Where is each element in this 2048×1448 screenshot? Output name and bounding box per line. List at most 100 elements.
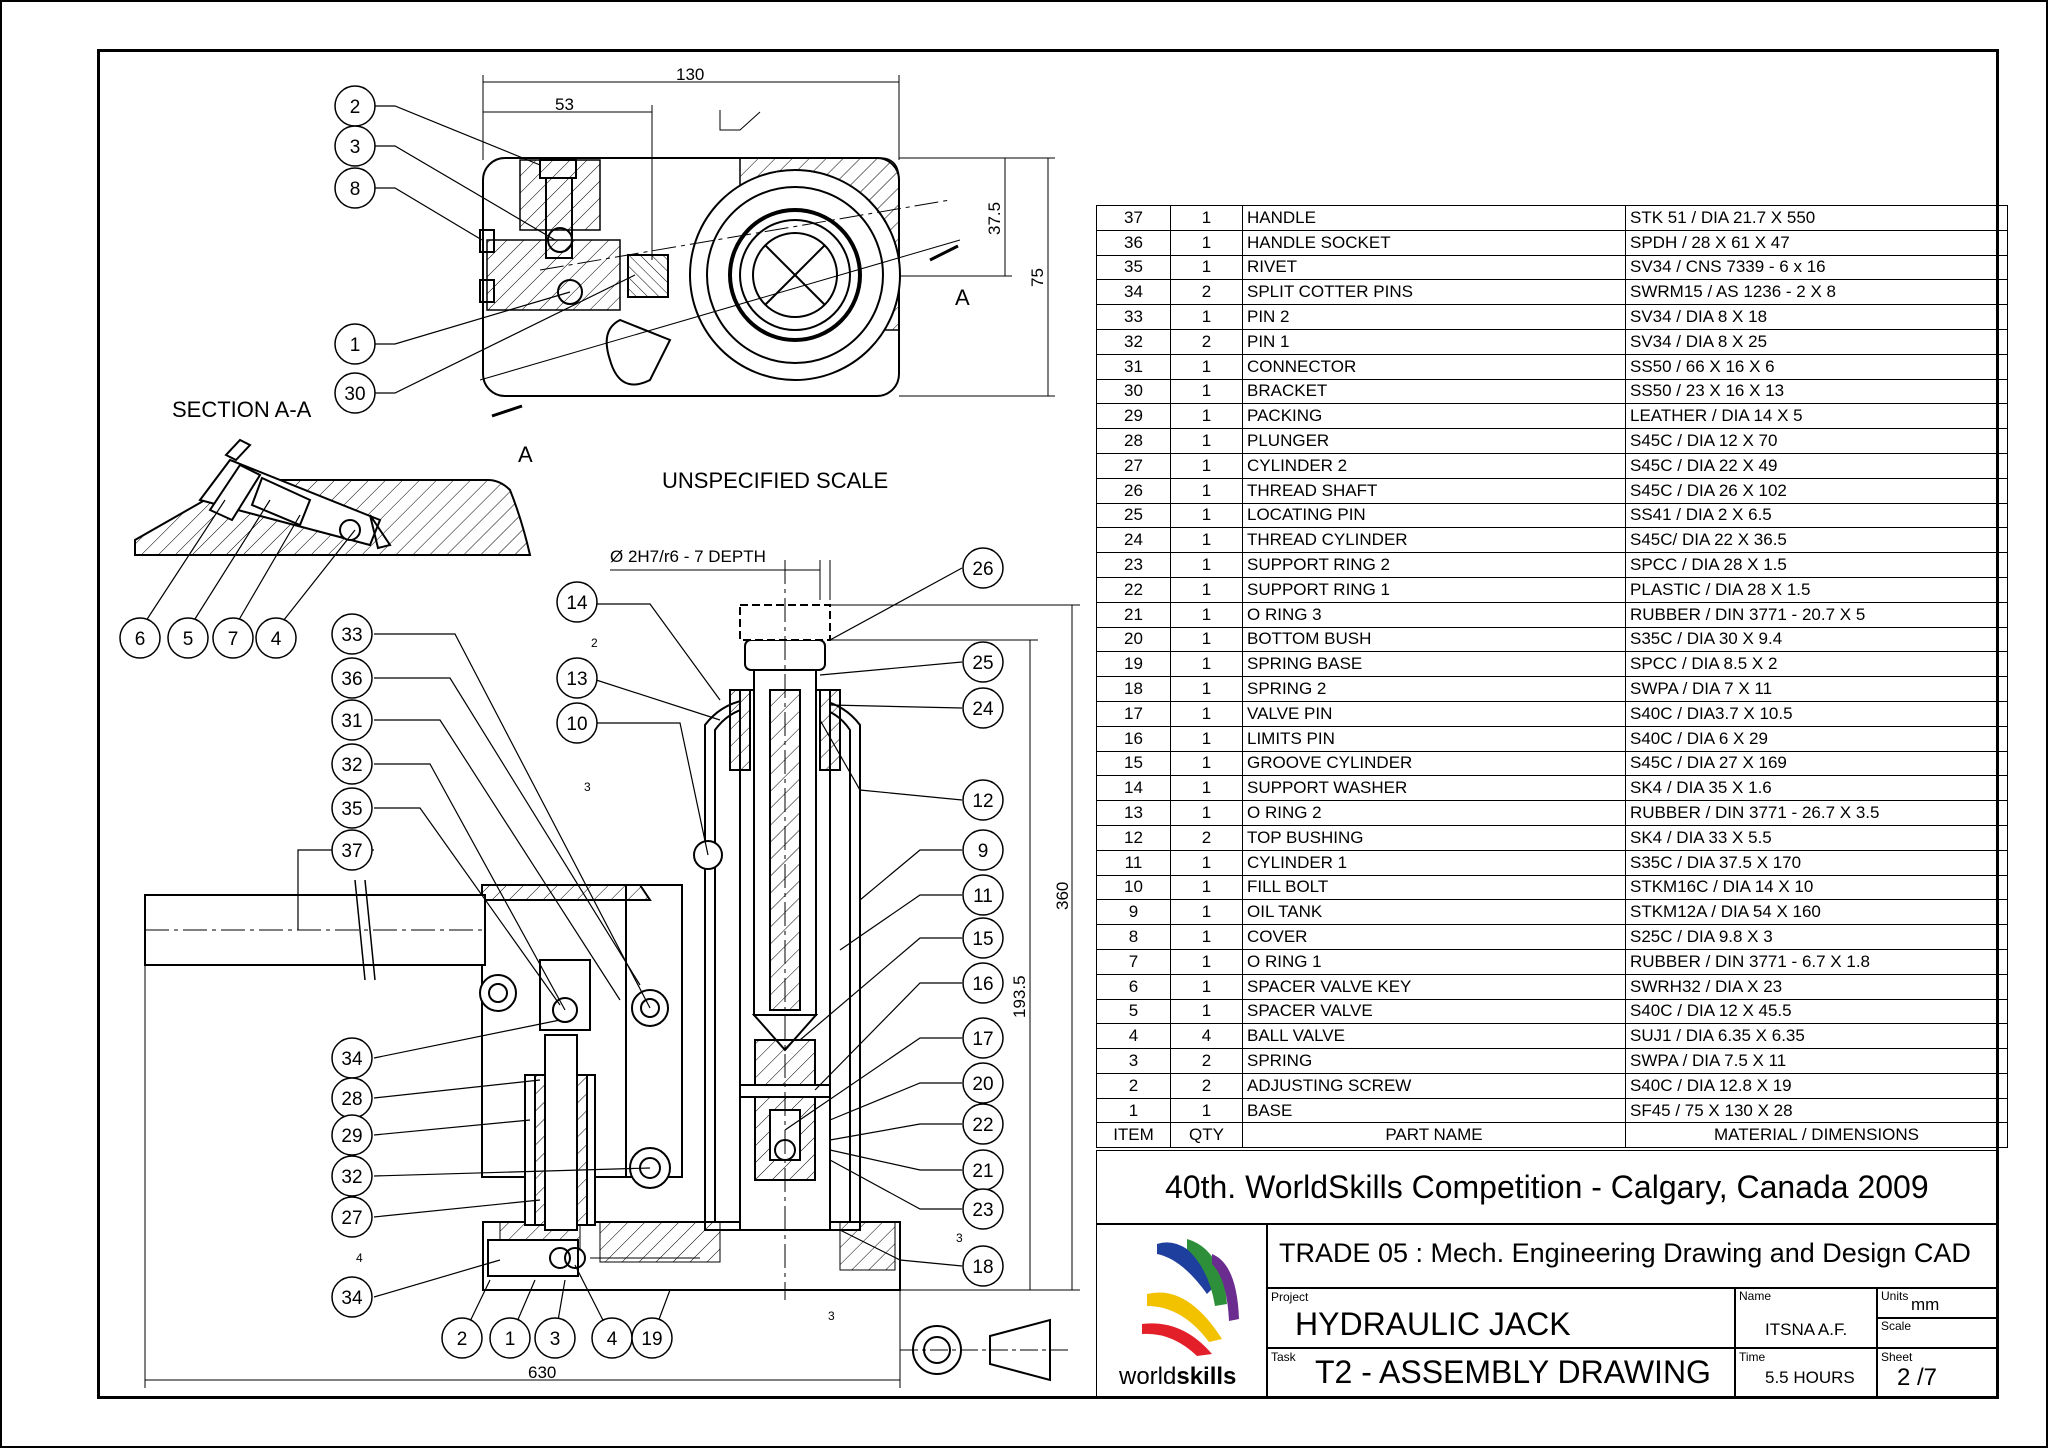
- bom-cell-qty: 1: [1170, 899, 1243, 926]
- sheet-cell: Sheet 2 /7: [1876, 1347, 1999, 1399]
- bom-cell-item: 17: [1096, 700, 1171, 727]
- balloon-number: 28: [341, 1089, 362, 1110]
- author-name: ITSNA A.F.: [1765, 1320, 1848, 1339]
- bom-cell-name: HANDLE: [1242, 205, 1626, 231]
- bom-cell-qty: 1: [1170, 948, 1243, 975]
- bom-cell-material: S45C / DIA 27 X 169: [1625, 750, 2008, 777]
- bom-cell-qty: 2: [1170, 328, 1243, 355]
- balloon-circle: [962, 874, 1004, 916]
- bom-cell-item: 36: [1096, 229, 1171, 256]
- projection-symbol: [900, 1318, 1070, 1382]
- bom-cell-qty: 1: [1170, 254, 1243, 281]
- bom-cell-item: 37: [1096, 205, 1171, 231]
- bom-cell-qty: 1: [1170, 626, 1243, 653]
- balloon: 21: [962, 1149, 1004, 1191]
- balloon-circle: [962, 962, 1004, 1004]
- balloon: 4: [255, 617, 297, 659]
- competition-cell: 40th. WorldSkills Competition - Calgary,…: [1096, 1150, 1999, 1225]
- surface-mark-4: 3: [956, 1231, 963, 1245]
- bom-cell-name: VALVE PIN: [1242, 700, 1626, 727]
- balloon-circle: [331, 829, 373, 871]
- balloon: 3: [334, 125, 376, 167]
- task-cell: Task T2 - ASSEMBLY DRAWING: [1266, 1347, 1736, 1399]
- balloon-circle: [962, 917, 1004, 959]
- bom-cell-material: SWRM15 / AS 1236 - 2 X 8: [1625, 279, 2008, 306]
- balloon: 22: [962, 1103, 1004, 1145]
- bom-cell-name: O RING 1: [1242, 948, 1626, 975]
- balloon-circle: [556, 581, 598, 623]
- bom-cell-material: SF45 / 75 X 130 X 28: [1625, 1097, 2008, 1124]
- bom-cell-qty: 1: [1170, 576, 1243, 603]
- sheet-value: 2 /7: [1897, 1364, 1938, 1391]
- bom-cell-material: SV34 / DIA 8 X 25: [1625, 328, 2008, 355]
- name-cell: Name ITSNA A.F.: [1734, 1287, 1878, 1349]
- worldskills-logo: worldskills: [1118, 1239, 1239, 1390]
- balloon-number: 7: [228, 629, 239, 650]
- surface-mark-5: 3: [828, 1309, 835, 1323]
- balloon-number: 15: [972, 929, 993, 950]
- balloon: 9: [962, 829, 1004, 871]
- balloon-number: 32: [341, 755, 362, 776]
- balloon-number: 17: [972, 1029, 993, 1050]
- dimension-lines: [144, 75, 1080, 1388]
- balloon: 1: [334, 323, 376, 365]
- balloon: 15: [962, 917, 1004, 959]
- project-cell: Project HYDRAULIC JACK: [1266, 1287, 1736, 1349]
- project-label: Project: [1271, 1290, 1309, 1304]
- units-label: Units: [1881, 1289, 1909, 1303]
- balloon-number: 5: [183, 629, 194, 650]
- balloon-number: 11: [973, 886, 993, 907]
- bom-cell-qty: 1: [1170, 353, 1243, 380]
- balloon: 32: [331, 743, 373, 785]
- bom-cell-item: 14: [1096, 775, 1171, 802]
- balloon-circle: [962, 829, 1004, 871]
- logo-swirl: [1147, 1292, 1222, 1342]
- bom-cell-item: 29: [1096, 403, 1171, 430]
- balloon-number: 4: [271, 629, 282, 650]
- balloon: 24: [962, 687, 1004, 729]
- bom-cell-item: 19: [1096, 651, 1171, 678]
- bom-cell-item: 10: [1096, 874, 1171, 901]
- trade-cell: TRADE 05 : Mech. Engineering Drawing and…: [1266, 1223, 1999, 1289]
- balloon-number: 19: [641, 1329, 662, 1350]
- bom-cell-item: 34: [1096, 279, 1171, 306]
- bom-cell-name: RIVET: [1242, 254, 1626, 281]
- bom-cell-qty: 1: [1170, 477, 1243, 504]
- bom-cell-material: SK4 / DIA 33 X 5.5: [1625, 824, 2008, 851]
- balloon-circle: [255, 617, 297, 659]
- dim-height-75: 75: [1028, 268, 1047, 287]
- balloon: 36: [331, 657, 373, 699]
- bom-cell-qty: 1: [1170, 527, 1243, 554]
- bom-cell-item: 6: [1096, 973, 1171, 1000]
- bom-header-qty: QTY: [1170, 1122, 1243, 1149]
- bom-cell-name: OIL TANK: [1242, 899, 1626, 926]
- bom-header-material: MATERIAL / DIMENSIONS: [1625, 1122, 2008, 1149]
- balloon: 35: [331, 787, 373, 829]
- balloon-number: 22: [972, 1115, 993, 1136]
- bom-cell-name: SPRING BASE: [1242, 651, 1626, 678]
- balloon-number: 30: [344, 384, 365, 405]
- balloon-number: 34: [341, 1049, 363, 1070]
- balloon: 20: [962, 1062, 1004, 1104]
- balloon-circle: [556, 702, 598, 744]
- dim-top-offset: 53: [555, 95, 574, 114]
- bom-cell-qty: 1: [1170, 998, 1243, 1025]
- bom-cell-name: BRACKET: [1242, 378, 1626, 405]
- leader-lines: [139, 105, 963, 1339]
- bom-cell-qty: 1: [1170, 700, 1243, 727]
- task-name: T2 - ASSEMBLY DRAWING: [1315, 1354, 1711, 1390]
- bom-cell-name: GROOVE CYLINDER: [1242, 750, 1626, 777]
- balloon-number: 2: [457, 1329, 468, 1350]
